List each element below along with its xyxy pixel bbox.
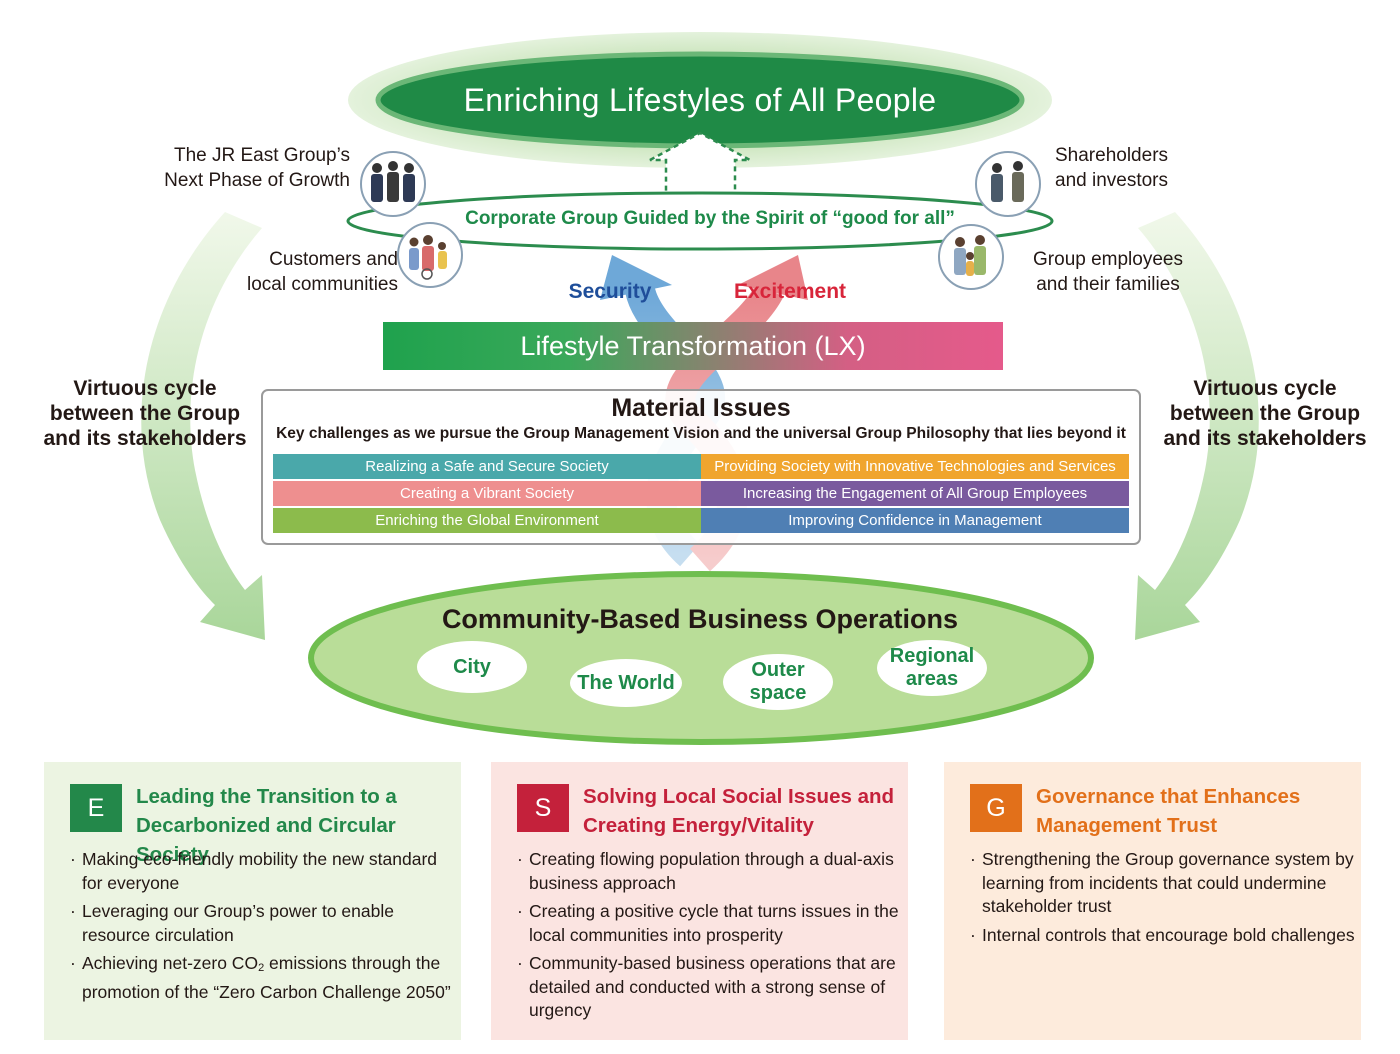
stakeholder-line: The JR East Group’s	[173, 145, 350, 166]
stakeholder-shareholders: Shareholders and investors	[1055, 143, 1255, 193]
stakeholder-employees: Group employees and their families	[1008, 247, 1208, 297]
area-label: areas	[905, 668, 959, 690]
lx-bar: Lifestyle Transformation (LX)	[383, 322, 1003, 370]
area-world: The World	[570, 659, 682, 707]
list-item: Internal controls that encourage bold ch…	[970, 924, 1360, 948]
people-icon-bottom-right	[938, 224, 1004, 290]
area-city: City	[417, 641, 527, 693]
virtuous-cycle-line: and its stakeholders	[43, 427, 247, 450]
excitement-arrow-head	[738, 255, 808, 300]
virtuous-cycle-line: Virtuous cycle	[73, 377, 217, 400]
panel-social: S Solving Local Social Issues and Creati…	[491, 762, 908, 1040]
list-item: Community-based business operations that…	[517, 952, 907, 1023]
panel-title: Solving Local Social Issues and Creating…	[583, 782, 913, 840]
issue-safe-secure: Realizing a Safe and Secure Society	[273, 454, 701, 479]
panel-list: Creating flowing population through a du…	[517, 848, 907, 1028]
list-item: Achieving net-zero CO2 emissions through…	[70, 952, 460, 1004]
stakeholder-line: and investors	[1055, 170, 1169, 191]
community-title: Community-Based Business Operations	[441, 604, 959, 634]
stakeholder-line: Next Phase of Growth	[164, 170, 350, 191]
people-icon-top-right	[975, 151, 1041, 217]
panel-title: Governance that Enhances Management Trus…	[1036, 782, 1366, 840]
people-icon-top-left	[360, 151, 426, 217]
people-icon-bottom-left	[397, 222, 463, 288]
virtuous-cycle-left: Virtuous cycle between the Group and its…	[30, 376, 260, 451]
virtuous-cycle-line: between the Group	[49, 402, 241, 425]
panel-governance: G Governance that Enhances Management Tr…	[944, 762, 1361, 1040]
panel-title-line: Governance that Enhances	[1036, 785, 1301, 808]
panel-environment: E Leading the Transition to a Decarboniz…	[44, 762, 461, 1040]
security-arrow-head	[600, 255, 672, 300]
stakeholder-line: local communities	[247, 274, 398, 295]
issue-innovative-tech: Providing Society with Innovative Techno…	[701, 454, 1129, 479]
issue-employee-engagement: Increasing the Engagement of All Group E…	[701, 481, 1129, 506]
panel-title-line: Leading the Transition to a	[136, 785, 397, 808]
list-item: Making eco-friendly mobility the new sta…	[70, 848, 460, 895]
security-label: Security	[568, 280, 652, 303]
virtuous-cycle-line: Virtuous cycle	[1193, 377, 1337, 400]
virtuous-cycle-line: and its stakeholders	[1163, 427, 1367, 450]
goal-title: Enriching Lifestyles of All People	[463, 82, 937, 118]
issue-vibrant-society: Creating a Vibrant Society	[273, 481, 701, 506]
corporate-group-ellipse	[346, 191, 1054, 251]
dashed-up-arrow	[649, 131, 751, 200]
panel-title-line: Solving Local Social Issues and	[583, 785, 895, 808]
virtuous-cycle-right: Virtuous cycle between the Group and its…	[1150, 376, 1380, 451]
stakeholder-line: and their families	[1036, 274, 1180, 295]
issue-global-environment: Enriching the Global Environment	[273, 508, 701, 533]
excitement-label: Excitement	[733, 280, 847, 303]
panel-title-line: Creating Energy/Vitality	[583, 814, 814, 837]
panel-title-line: Management Trust	[1036, 814, 1218, 837]
stakeholder-jr-east-growth: The JR East Group’s Next Phase of Growth	[120, 143, 350, 193]
right-cycle-arc	[1135, 212, 1259, 640]
area-label: City	[453, 655, 491, 678]
subscript-2: 2	[258, 962, 265, 974]
area-label: space	[749, 682, 807, 704]
issue-management-confidence: Improving Confidence in Management	[701, 508, 1129, 533]
badge-s: S	[517, 784, 569, 832]
stakeholder-line: Shareholders	[1055, 145, 1169, 166]
area-label: Regional	[889, 645, 975, 667]
corporate-group-label: Corporate Group Guided by the Spirit of …	[465, 208, 955, 229]
material-issues-subtitle: Key challenges as we pursue the Group Ma…	[276, 425, 1126, 442]
stakeholder-line: Group employees	[1033, 249, 1183, 270]
area-outer-space: Outer space	[723, 654, 833, 710]
list-item: Creating flowing population through a du…	[517, 848, 907, 895]
material-issues-title: Material Issues	[611, 394, 791, 422]
badge-e: E	[70, 784, 122, 832]
panel-list: Making eco-friendly mobility the new sta…	[70, 848, 460, 1009]
virtuous-cycle-line: between the Group	[1169, 402, 1361, 425]
stakeholder-customers: Customers and local communities	[200, 247, 398, 297]
badge-g: G	[970, 784, 1022, 832]
list-item: Strengthening the Group governance syste…	[970, 848, 1360, 919]
list-item: Creating a positive cycle that turns iss…	[517, 900, 907, 947]
stakeholder-line: Customers and	[269, 249, 398, 270]
panel-list: Strengthening the Group governance syste…	[970, 848, 1360, 952]
area-label: Outer	[751, 659, 805, 681]
left-cycle-arc	[141, 212, 265, 640]
community-ellipse	[308, 571, 1094, 745]
area-label: The World	[577, 671, 675, 694]
area-regional: Regional areas	[877, 640, 987, 696]
list-item: Leveraging our Group’s power to enable r…	[70, 900, 460, 947]
